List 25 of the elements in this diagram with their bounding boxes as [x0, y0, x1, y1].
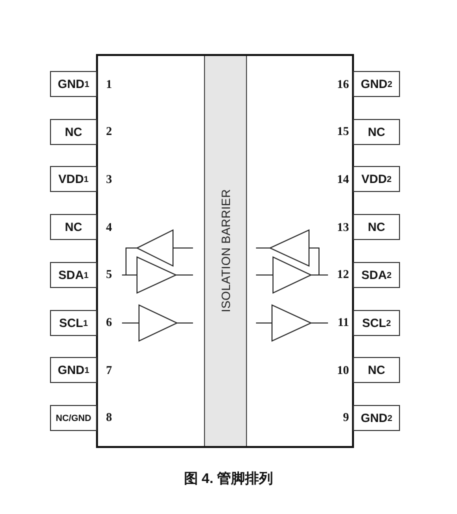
pin-label: NC [353, 357, 400, 384]
isolation-barrier [204, 56, 247, 446]
pin-number: 2 [106, 124, 112, 140]
pin-number: 8 [106, 410, 112, 426]
pin-number: 14 [337, 172, 349, 187]
figure-caption: 图 4. 管脚排列 [184, 470, 274, 486]
pin-number: 3 [106, 172, 112, 187]
pin-number: 7 [106, 362, 112, 378]
pin-number: 1 [106, 76, 112, 92]
barrier-label: ISOLATION BARRIER [218, 189, 232, 313]
pin-label: NC/GND [50, 404, 97, 431]
pin-label: NC [353, 214, 400, 240]
pin-number: 15 [337, 124, 349, 140]
pin-number: 5 [106, 267, 112, 282]
pin-number: 13 [337, 220, 349, 235]
pin-label: NC [50, 118, 97, 145]
pin-label: NC [50, 214, 97, 240]
pin-number: 16 [337, 76, 349, 92]
pin-number: 4 [106, 220, 112, 235]
pin-number: 12 [337, 267, 349, 282]
pin-number: 9 [343, 410, 349, 426]
pin-number: 10 [337, 362, 349, 378]
pin-number: 6 [106, 315, 112, 330]
pin-number: 11 [338, 315, 349, 330]
pin-label: NC [353, 118, 400, 145]
